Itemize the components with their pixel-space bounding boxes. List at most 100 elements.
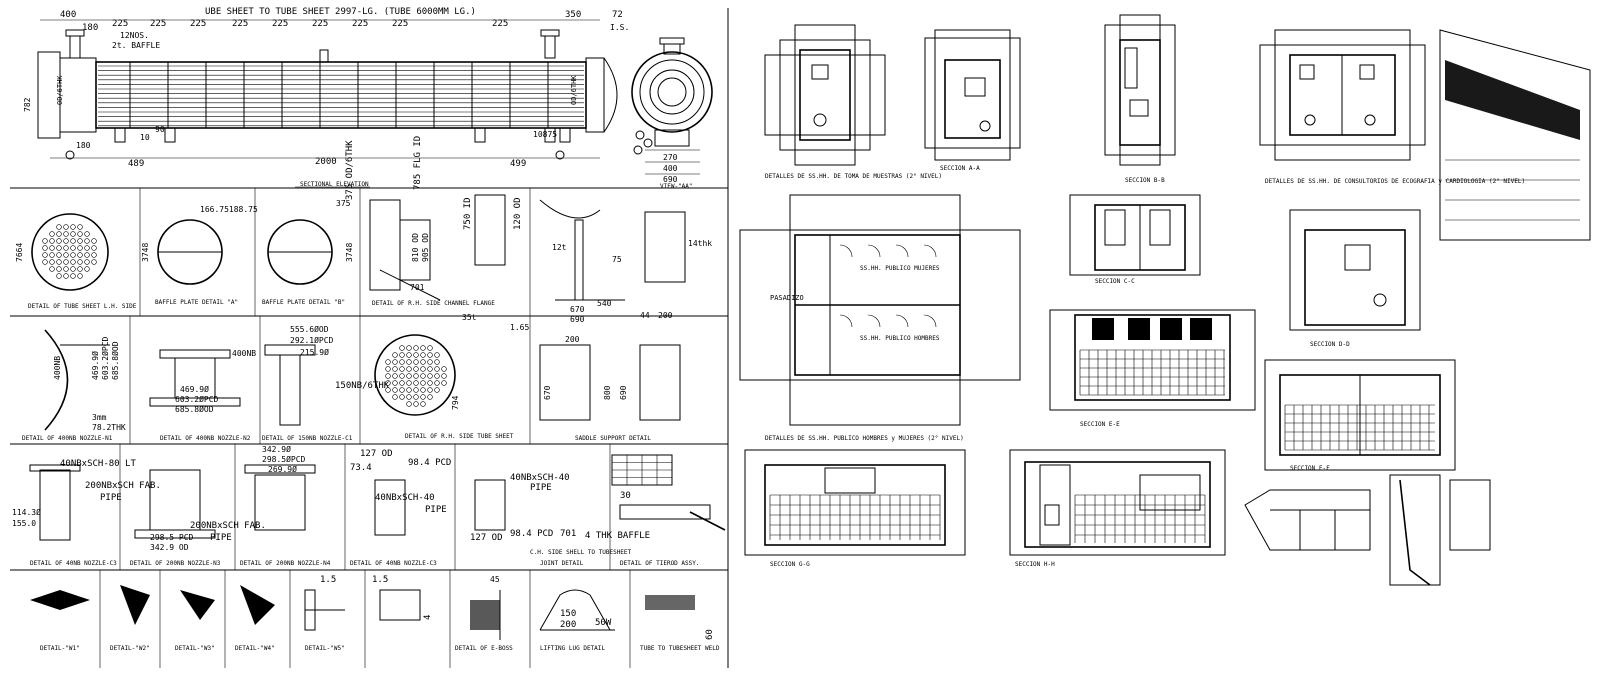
tube-hole — [427, 380, 433, 386]
dim-794: 794 — [451, 395, 460, 410]
tube-hole — [399, 380, 405, 386]
dim-6032b: 603.2ØPCD — [175, 394, 219, 404]
caption-shell-tubesheet: C.H. SIDE SHELL TO TUBESHEET — [530, 549, 632, 556]
dim-10875: 10875 — [533, 130, 557, 139]
plan-toma-muestras: DETALLES DE SS.HH. DE TOMA DE MUESTRAS (… — [764, 24, 942, 180]
dim-782: 782 — [23, 97, 32, 112]
tube-hole — [91, 259, 97, 265]
caption-gg: SECCION G-G — [770, 561, 810, 568]
caption-cc: SECCION C-C — [1095, 278, 1135, 285]
caption-hh: SECCION H-H — [1015, 561, 1055, 568]
tube-hole — [91, 245, 97, 251]
dim-690b: 690 — [570, 315, 585, 324]
dim-670: 670 — [570, 305, 585, 314]
caption-publico: DETALLES DE SS.HH. PUBLICO HOMBRES y MUJ… — [765, 435, 964, 442]
dim-690c: 690 — [619, 385, 628, 400]
caption-c3b: DETAIL OF 40NB NOZZLE-C3 — [350, 560, 437, 567]
tube-hole — [77, 224, 83, 230]
label-200nb-fab: 200NBxSCH FAB. — [85, 481, 161, 491]
counter-detail — [1244, 474, 1491, 586]
dim-734: 73.4 — [350, 463, 372, 473]
label-400nb: 400NB — [53, 356, 62, 380]
dim-15b: 1.5 — [372, 575, 388, 585]
tube-hole — [84, 238, 90, 244]
dim-1143: 114.3Ø — [12, 507, 41, 517]
door-swing — [867, 314, 881, 328]
tube-hole — [49, 266, 55, 272]
dim-4699b: 469.9Ø — [180, 384, 209, 394]
row-5-details: DETAIL-"W1" DETAIL-"W2" DETAIL-"W3" DETA… — [30, 575, 720, 652]
dim-225-9: 225 — [492, 19, 508, 29]
caption-sectional-elevation: SECTIONAL ELEVATION — [300, 181, 369, 188]
caption-joint: JOINT DETAIL — [540, 560, 584, 567]
dim-90: 90 — [155, 125, 165, 134]
dim-15a: 1.5 — [320, 575, 336, 585]
door-swing — [895, 314, 909, 328]
sheet-title: UBE SHEET TO TUBE SHEET 2997-LG. (TUBE 6… — [205, 7, 476, 17]
caption-n4: DETAIL OF 200NB NOZZLE-N4 — [240, 560, 331, 567]
dim-225-7: 225 — [352, 19, 368, 29]
label-750-id: 750 ID — [463, 197, 473, 230]
dim-3748a: 3748 — [141, 243, 150, 262]
caption-lifting-lug: LIFTING LUG DETAIL — [540, 645, 605, 652]
dim-3mm: 3mm — [92, 413, 107, 422]
caption-n3: DETAIL OF 200NB NOZZLE-N3 — [130, 560, 221, 567]
caption-n2: DETAIL OF 400NB NOZZLE-N2 — [160, 435, 251, 442]
tube-hole — [42, 252, 48, 258]
tube-hole — [77, 238, 83, 244]
tube-hole — [399, 373, 405, 379]
tube-hole — [84, 259, 90, 265]
door-swing — [839, 244, 853, 258]
dim-6858b: 685.8ØOD — [175, 404, 214, 414]
tube-hole — [91, 252, 97, 258]
dim-782thk: 78.2THK — [92, 423, 126, 432]
label-150nb: 150NB/6THK — [335, 381, 390, 391]
tube-hole — [91, 238, 97, 244]
dim-4699: 469.9Ø — [90, 351, 100, 380]
tube-hole — [42, 245, 48, 251]
dim-2985c: 298.5ØPCD — [262, 454, 306, 464]
dim-6858: 685.8ØOD — [110, 341, 120, 380]
tube-hole — [70, 259, 76, 265]
caption-tubesheet-lh: DETAIL OF TUBE SHEET L.H. SIDE — [28, 303, 137, 310]
tube-hole — [385, 387, 391, 393]
dim-905od: 905 OD — [421, 233, 430, 262]
dim-400: 400 — [60, 10, 76, 20]
tube-hole — [427, 366, 433, 372]
dim-200b: 200 — [565, 335, 580, 344]
tube-hole — [77, 231, 83, 237]
tube-hole — [420, 387, 426, 393]
tube-hole — [420, 380, 426, 386]
tube-hole — [441, 380, 447, 386]
door-swing — [923, 244, 937, 258]
tube-hole — [49, 252, 55, 258]
caption-bb: SECCION B-B — [1125, 177, 1165, 184]
label-120-od: 120 OD — [513, 197, 523, 230]
caption-c3a: DETAIL OF 40NB NOZZLE-C3 — [30, 560, 117, 567]
tube-hole — [385, 359, 391, 365]
dim-225-6: 225 — [312, 19, 328, 29]
tube-hole — [413, 401, 419, 407]
label-4thk-baffle: 4 THK BAFFLE — [585, 531, 650, 541]
tube-hole — [385, 366, 391, 372]
tube-hole — [385, 380, 391, 386]
dim-16675: 166.75188.75 — [200, 205, 258, 214]
label-thk: 4 — [423, 615, 433, 620]
exchanger-elevation: 12NOS. 2t. BAFFLE OD/6THK OD/6THK 782 18… — [23, 29, 653, 188]
caption-ee: SECCION E-E — [1080, 421, 1120, 428]
dim-200c: 200 — [560, 620, 576, 630]
caption-rh-tubesheet: DETAIL OF R.H. SIDE TUBE SHEET — [405, 433, 514, 440]
caption-dd: SECCION D-D — [1310, 341, 1350, 348]
tube-hole — [70, 231, 76, 237]
tube-hole — [63, 259, 69, 265]
tube-hole — [406, 373, 412, 379]
dim-75: 75 — [612, 255, 622, 264]
room-hombres: SS.HH. PUBLICO HOMBRES — [860, 335, 940, 342]
tube-hole — [392, 366, 398, 372]
tube-hole — [63, 266, 69, 272]
tube-hole — [413, 352, 419, 358]
tube-hole — [441, 373, 447, 379]
tube-hole — [420, 352, 426, 358]
tube-hole — [392, 380, 398, 386]
tube-hole — [63, 224, 69, 230]
